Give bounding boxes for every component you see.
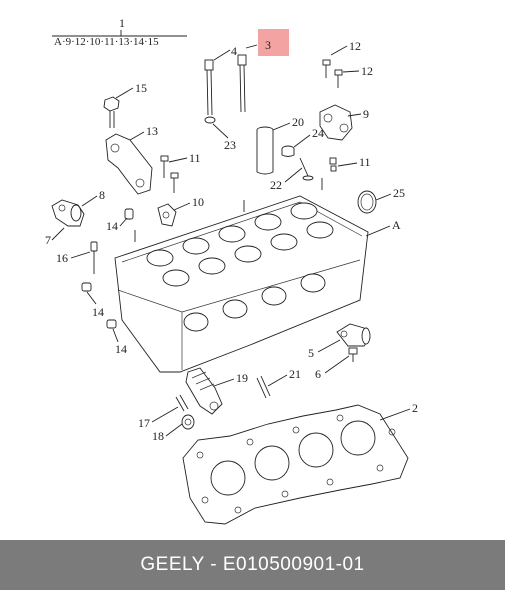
leader-7: [51, 227, 65, 241]
bolts-11: [160, 155, 179, 193]
leader-18: [165, 423, 183, 437]
cylinder-20: [256, 126, 274, 175]
callout-2: 2: [412, 401, 418, 415]
callout-17: 17: [138, 416, 150, 430]
callout-8: 8: [99, 188, 105, 202]
leader-12a: [330, 45, 348, 56]
leader-3: [245, 44, 258, 49]
footer-bar: GEELY - E010500901-01: [0, 540, 505, 590]
leader-17: [151, 406, 179, 423]
leader-24: [293, 134, 311, 148]
plugs-left: [81, 208, 134, 329]
solenoid-19: [185, 367, 223, 415]
callout-14c: 14: [115, 342, 127, 356]
stud-21: [256, 375, 271, 399]
assembly-contents-label: A·9·12·10·11·13·14·15: [54, 36, 159, 48]
exhaust-ports: [183, 273, 326, 332]
callout-3: 3: [265, 38, 271, 52]
callout-5: 5: [308, 346, 314, 360]
callout-4: 4: [231, 44, 237, 58]
leader-9: [347, 113, 362, 117]
callout-11a: 11: [189, 151, 201, 165]
leader-22: [284, 167, 303, 183]
callout-20: 20: [292, 115, 304, 129]
cylinder-head: [114, 178, 369, 373]
bolt-15: [103, 96, 120, 128]
callout-11b: 11: [359, 155, 371, 169]
callout-24: 24: [312, 126, 324, 140]
leader-23: [212, 123, 229, 139]
leader-19: [213, 378, 235, 387]
leader-15: [115, 87, 134, 99]
callout-14a: 14: [106, 219, 118, 233]
callout-25: 25: [393, 186, 405, 200]
bolt-6: [348, 347, 358, 362]
plug-18: [181, 414, 195, 430]
valve-22: [299, 157, 314, 181]
pin-17: [175, 394, 189, 412]
callout-13: 13: [146, 124, 158, 138]
leader-6: [324, 355, 350, 374]
leader-14a: [119, 217, 128, 227]
callout-16: 16: [56, 251, 68, 265]
callout-6: 6: [315, 367, 321, 381]
head-bolts: [204, 54, 247, 124]
callout-7: 7: [45, 233, 51, 247]
o-ring-25-inner: [360, 193, 374, 211]
bracket-9: [319, 104, 353, 141]
leader-2: [379, 408, 411, 421]
leader-14b: [86, 291, 97, 305]
assembly-number-label: 1: [119, 16, 125, 30]
cap-24: [281, 145, 295, 157]
head-studs: [134, 178, 323, 242]
leader-11b: [337, 162, 358, 167]
leader-A: [365, 225, 391, 237]
callout-22: 22: [270, 178, 282, 192]
leader-5: [317, 339, 341, 353]
leader-21: [267, 374, 288, 387]
exploded-parts-diagram: 1 A·9·12·10·11·13·14·15 3 4 23 12 12 15: [45, 16, 418, 525]
leader-4: [213, 49, 231, 61]
callout-14b: 14: [92, 305, 104, 319]
leader-8: [81, 195, 98, 207]
leader-13: [129, 131, 145, 141]
highlight-box: [258, 29, 289, 56]
head-gasket-2: [182, 404, 409, 525]
bracket-13: [105, 133, 153, 195]
camshaft-journals: [146, 202, 334, 287]
bracket-10: [157, 203, 177, 227]
leader-16: [70, 251, 91, 259]
leader-25: [375, 193, 392, 201]
leader-12b: [342, 70, 360, 73]
bolts-12: [322, 59, 343, 88]
callout-18: 18: [152, 429, 164, 443]
leader-10: [173, 202, 191, 211]
callout-12b: 12: [361, 64, 373, 78]
leader-11a: [168, 157, 188, 163]
sensor-8: [51, 199, 85, 227]
callout-21: 21: [289, 367, 301, 381]
callout-10: 10: [192, 195, 204, 209]
callout-15: 15: [135, 81, 147, 95]
sensor-5: [336, 323, 371, 347]
callout-19: 19: [236, 371, 248, 385]
callout-A: A: [392, 218, 401, 232]
part-11-right: [329, 157, 337, 172]
callout-12a: 12: [349, 39, 361, 53]
callout-23: 23: [224, 138, 236, 152]
leader-20: [272, 122, 291, 131]
callout-9: 9: [363, 107, 369, 121]
part-number-label: GEELY - E010500901-01: [140, 554, 365, 575]
leader-14c: [112, 328, 119, 343]
